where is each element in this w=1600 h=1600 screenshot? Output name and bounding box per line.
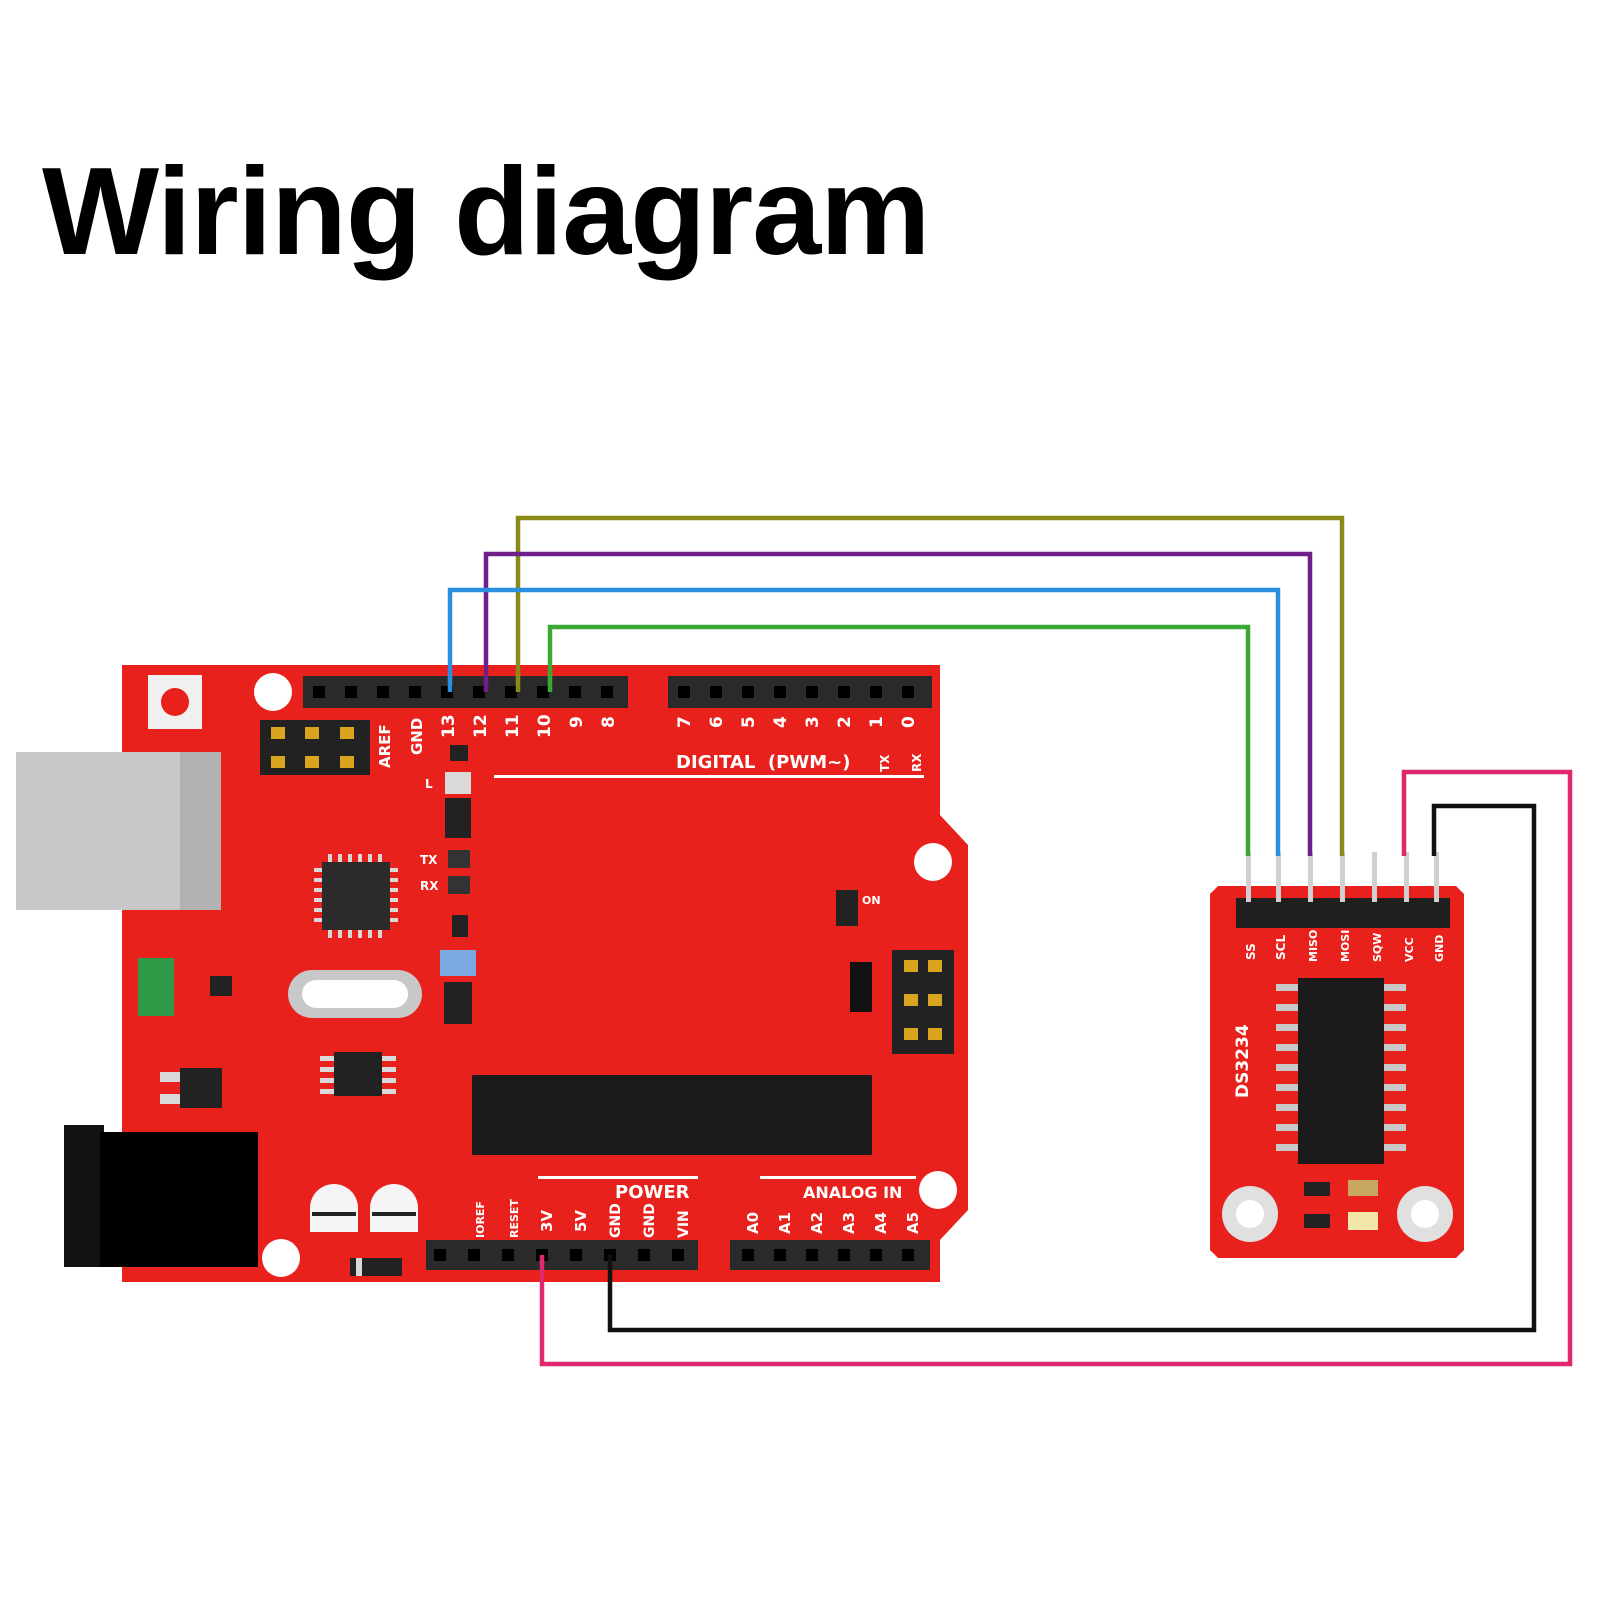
pin-label-gnd-1: GND	[608, 1203, 624, 1238]
diode	[350, 1258, 402, 1276]
module-chip-label: DS3234	[1233, 1024, 1253, 1098]
analog-rule	[760, 1176, 916, 1179]
wire-purple-12-miso	[483, 551, 1313, 856]
mounting-hole	[254, 673, 292, 711]
module-pin-gnd: GND	[1433, 935, 1446, 962]
module-pin-sqw: SQW	[1371, 933, 1384, 962]
analog-in-label: ANALOG IN	[803, 1183, 902, 1202]
pin-label-3: 3	[803, 716, 823, 728]
rtc-chip	[1276, 978, 1406, 1164]
mounting-hole	[262, 1239, 300, 1277]
digital-header-low	[668, 676, 932, 708]
pin-label-gnd-2: GND	[642, 1203, 658, 1238]
module-resistor	[1304, 1214, 1330, 1228]
led-label-tx: TX	[420, 853, 438, 867]
power-label: POWER	[615, 1182, 690, 1203]
pin-label-a2: A2	[808, 1212, 826, 1234]
wire-black-gnd-gnd	[607, 803, 1537, 1333]
module-pin-ss: SS	[1244, 943, 1258, 960]
pin-label-a1: A1	[776, 1212, 794, 1234]
pin-label-11: 11	[503, 714, 523, 738]
led-label-l: L	[425, 777, 433, 791]
led-label-rx: RX	[420, 879, 439, 893]
pin-label-9: 9	[567, 716, 587, 728]
crystal-oscillator	[288, 970, 422, 1018]
reset-button	[148, 675, 202, 729]
pin-label-13: 13	[439, 714, 459, 738]
pin-label-5v: 5V	[572, 1210, 590, 1232]
digital-pwm-label: DIGITAL (PWM~)	[676, 752, 850, 773]
pin-label-a5: A5	[904, 1212, 922, 1234]
pin-label-rx: RX	[910, 753, 924, 772]
pin-label-reset: RESET	[508, 1199, 521, 1238]
pin-label-2: 2	[835, 716, 855, 728]
module-capacitor	[1348, 1180, 1378, 1196]
mounting-hole	[914, 843, 952, 881]
module-led	[1348, 1212, 1378, 1230]
module-pin-vcc: VCC	[1403, 937, 1416, 962]
module-mounting-hole	[1222, 1186, 1278, 1242]
dc-power-jack	[64, 1125, 258, 1267]
pin-label-8: 8	[599, 716, 619, 728]
ds3234-module: SS SCL MISO MOSI SQW VCC GND DS3234	[1210, 852, 1464, 1258]
pin-label-tx: TX	[878, 754, 892, 772]
usb-connector	[16, 752, 221, 910]
small-transistor	[210, 976, 232, 996]
pin-label-gnd: GND	[408, 718, 426, 755]
diode-band	[356, 1258, 362, 1276]
module-mounting-hole	[1397, 1186, 1453, 1242]
module-pin-mosi: MOSI	[1339, 930, 1352, 962]
page-title: Wiring diagram	[42, 143, 930, 281]
power-rule	[538, 1176, 698, 1179]
pin-label-ioref: IOREF	[474, 1201, 487, 1238]
power-header	[426, 1240, 698, 1270]
mounting-hole	[919, 1171, 957, 1209]
smd-led-on	[836, 890, 858, 926]
analog-header	[730, 1240, 930, 1270]
wires	[447, 515, 1573, 1367]
pin-label-a0: A0	[744, 1212, 762, 1234]
wire-blue-13-scl	[447, 587, 1281, 856]
pin-label-a3: A3	[840, 1212, 858, 1234]
voltage-regulator	[160, 1068, 222, 1108]
op-amp-chip	[320, 1052, 396, 1096]
module-pin-miso: MISO	[1307, 930, 1320, 962]
pin-label-0: 0	[899, 716, 919, 728]
wire-pink-3v-vcc	[539, 769, 1573, 1367]
pin-label-aref: AREF	[376, 724, 394, 768]
icsp-header	[260, 720, 370, 775]
pin-label-4: 4	[771, 716, 791, 728]
smd-led-column	[440, 745, 476, 1024]
reset-diode	[850, 962, 872, 1012]
module-resistor	[1304, 1182, 1330, 1196]
pin-label-6: 6	[707, 716, 727, 728]
digital-header-high	[303, 676, 628, 708]
module-pin-scl: SCL	[1274, 935, 1288, 960]
pin-label-vin: VIN	[676, 1210, 692, 1238]
arduino-board: AREF GND 13 12 11 10 9 8 7 6 5 4 3 2 1 0…	[16, 665, 968, 1282]
electrolytic-capacitors	[310, 1184, 418, 1232]
pin-label-10: 10	[535, 714, 555, 738]
polyfuse	[138, 958, 174, 1016]
wire-green-10-ss	[547, 624, 1251, 856]
digital-rule	[494, 775, 924, 778]
pin-label-7: 7	[675, 716, 695, 728]
pin-label-a4: A4	[872, 1212, 890, 1234]
pin-label-12: 12	[471, 714, 491, 738]
wire-olive-11-mosi	[515, 515, 1345, 856]
icsp-header-2	[892, 950, 954, 1054]
atmega-microcontroller	[472, 1075, 872, 1155]
usb-interface-chip	[314, 854, 398, 938]
pin-label-3v: 3V	[538, 1210, 556, 1232]
pin-label-5: 5	[739, 716, 759, 728]
module-pin-header	[1236, 852, 1450, 928]
pin-label-1: 1	[867, 716, 887, 728]
on-led-label: ON	[862, 894, 881, 907]
